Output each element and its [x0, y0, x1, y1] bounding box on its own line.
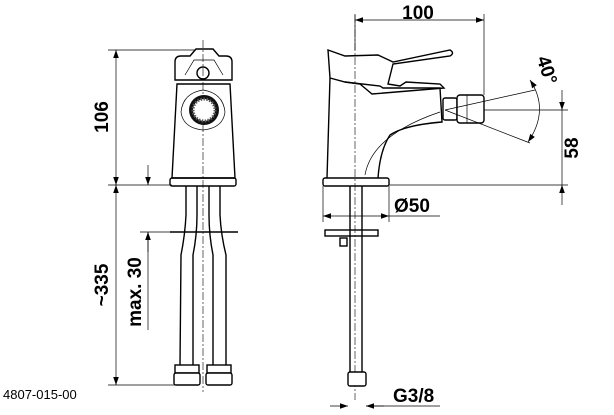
dim-diameter-50: Ø50 — [394, 196, 430, 217]
dim-40-degrees: 40° — [532, 53, 561, 87]
front-view — [108, 40, 238, 392]
drawing-number: 4807-015-00 — [3, 387, 77, 402]
dim-106: 106 — [92, 101, 113, 133]
supply-hoses — [170, 186, 238, 386]
dim-g38: G3/8 — [393, 386, 434, 407]
dim-335: ~335 — [92, 263, 113, 306]
side-view — [322, 14, 568, 409]
dim-100: 100 — [402, 3, 434, 24]
dim-max-30: max. 30 — [125, 257, 146, 327]
dim-58: 58 — [562, 137, 583, 158]
